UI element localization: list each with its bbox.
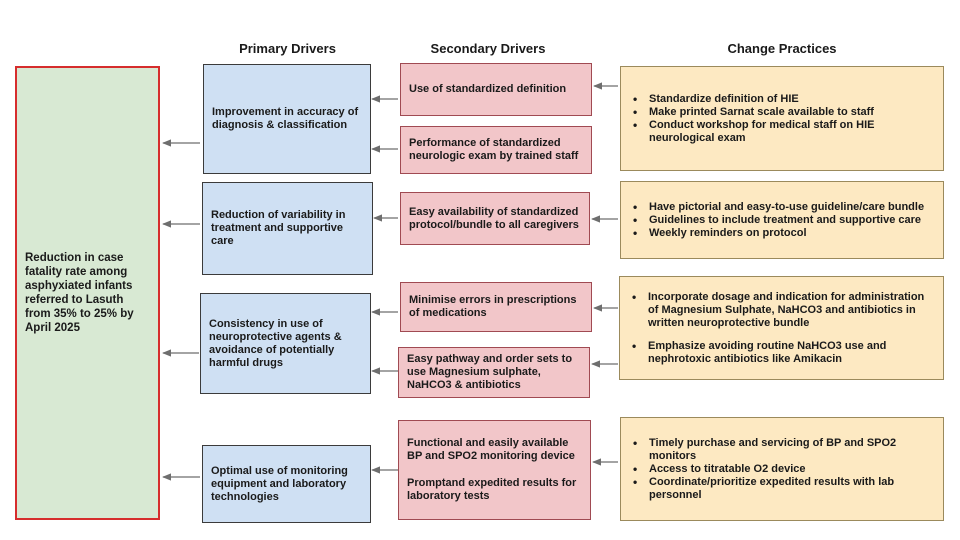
change-practice-item: Emphasize avoiding routine NaHCO3 use an… xyxy=(630,340,935,366)
secondary-driver-text: Minimise errors in prescriptions of medi… xyxy=(409,294,577,319)
secondary-driver-text: Use of standardized definition xyxy=(409,83,567,95)
change-practice-4: Timely purchase and servicing of BP and … xyxy=(620,417,944,521)
header-change-practices: Change Practices xyxy=(727,41,837,56)
primary-driver-text: Optimal use of monitoring equipment and … xyxy=(211,464,348,503)
secondary-driver-text: Functional and easily available BP and S… xyxy=(407,437,575,462)
goal-box: Reduction in case fatality rate among as… xyxy=(15,66,160,520)
secondary-driver-6: Functional and easily available BP and S… xyxy=(398,420,591,520)
change-practice-item: Timely purchase and servicing of BP and … xyxy=(631,437,935,463)
change-practice-item: Standardize definition of HIE xyxy=(631,93,935,106)
header-secondary-drivers: Secondary Drivers xyxy=(430,41,546,56)
change-practice-item: Conduct workshop for medical staff on HI… xyxy=(631,119,935,145)
goal-text: Reduction in case fatality rate among as… xyxy=(25,252,134,334)
primary-driver-1: Improvement in accuracy of diagnosis & c… xyxy=(203,64,371,174)
change-practice-item: Make printed Sarnat scale available to s… xyxy=(631,106,935,119)
header-primary-drivers: Primary Drivers xyxy=(239,41,336,56)
change-practice-item: Guidelines to include treatment and supp… xyxy=(631,214,935,227)
change-practice-list: Standardize definition of HIE Make print… xyxy=(631,93,935,145)
change-practice-list: Timely purchase and servicing of BP and … xyxy=(631,437,935,502)
secondary-driver-1: Use of standardized definition xyxy=(400,63,592,116)
secondary-driver-text: Easy availability of standardized protoc… xyxy=(409,205,579,231)
primary-driver-text: Reduction of variability in treatment an… xyxy=(211,209,346,247)
change-practice-item: Weekly reminders on protocol xyxy=(631,227,935,240)
secondary-driver-2: Performance of standardized neurologic e… xyxy=(400,126,592,174)
change-practice-3: Incorporate dosage and indication for ad… xyxy=(619,276,944,380)
primary-driver-4: Optimal use of monitoring equipment and … xyxy=(202,445,371,523)
primary-driver-text: Improvement in accuracy of diagnosis & c… xyxy=(212,106,359,131)
secondary-driver-text: Easy pathway and order sets to use Magne… xyxy=(407,353,573,391)
secondary-driver-text: Performance of standardized neurologic e… xyxy=(409,137,579,162)
change-practice-list: Have pictorial and easy-to-use guideline… xyxy=(631,201,935,240)
change-practice-2: Have pictorial and easy-to-use guideline… xyxy=(620,181,944,259)
change-practice-1: Standardize definition of HIE Make print… xyxy=(620,66,944,171)
secondary-driver-4: Minimise errors in prescriptions of medi… xyxy=(400,282,592,332)
change-practice-item: Coordinate/prioritize expedited results … xyxy=(631,476,935,502)
secondary-driver-5: Easy pathway and order sets to use Magne… xyxy=(398,347,590,398)
list-spacer xyxy=(630,330,935,340)
change-practice-item: Incorporate dosage and indication for ad… xyxy=(630,291,935,330)
change-practice-item: Have pictorial and easy-to-use guideline… xyxy=(631,201,935,214)
secondary-driver-text: Promptand expedited results for laborato… xyxy=(407,477,577,502)
change-practice-item: Access to titratable O2 device xyxy=(631,463,935,476)
primary-driver-text: Consistency in use of neuroprotective ag… xyxy=(209,317,342,369)
primary-driver-3: Consistency in use of neuroprotective ag… xyxy=(200,293,371,394)
change-practice-list: Incorporate dosage and indication for ad… xyxy=(630,291,935,366)
primary-driver-2: Reduction of variability in treatment an… xyxy=(202,182,373,275)
secondary-driver-3: Easy availability of standardized protoc… xyxy=(400,192,590,245)
